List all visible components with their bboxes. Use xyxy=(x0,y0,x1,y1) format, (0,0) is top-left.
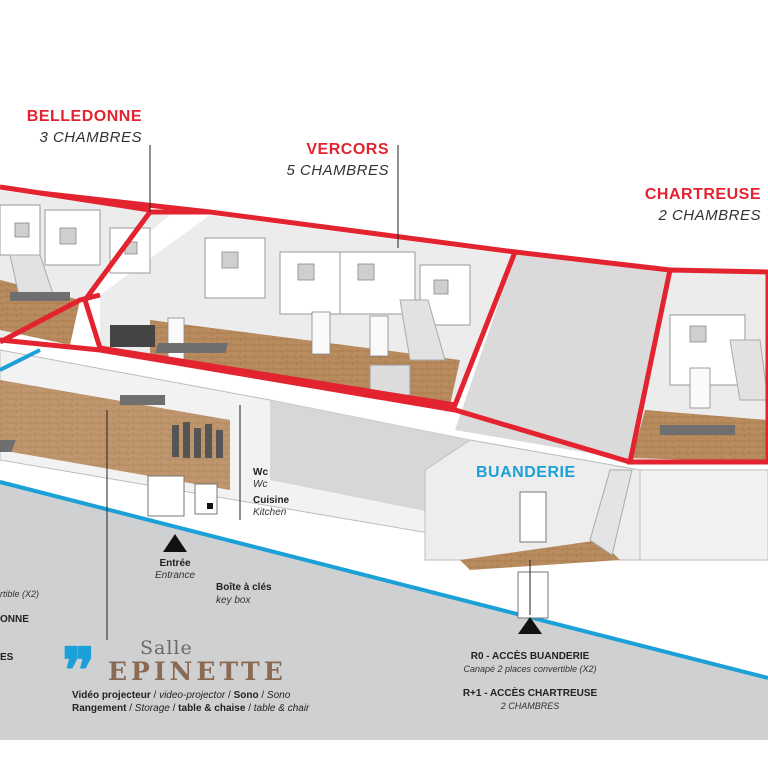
chartreuse-title: CHARTREUSE xyxy=(644,186,761,203)
keybox-marker xyxy=(207,503,213,509)
feature-video: Vidéo projecteur xyxy=(72,690,151,701)
entrance-label: Entrée xyxy=(159,558,191,569)
pointer-lines xyxy=(106,145,531,640)
ground-floor-corridor xyxy=(270,400,470,520)
feature-table-en: table & chair xyxy=(253,703,310,714)
cuisine-label-en: Kitchen xyxy=(253,507,287,518)
features-line-2: Rangement / Storage / table & chaise / t… xyxy=(72,703,310,714)
bedroom-boxes xyxy=(0,204,746,386)
chartreuse-wood xyxy=(632,410,768,462)
buanderie-floor xyxy=(460,540,620,570)
vercors-title: VERCORS xyxy=(306,141,389,158)
buanderie-door xyxy=(519,491,547,543)
feature-video-en: video-projector xyxy=(159,690,226,701)
ground-floor-tables xyxy=(0,395,165,452)
quote-logo-icon: ❞ xyxy=(62,634,96,707)
chartreuse-furniture xyxy=(660,425,735,435)
left-legend-line-2: ONNE xyxy=(0,614,29,625)
feature-sono-en: Sono xyxy=(266,690,291,701)
feature-storage-en: Storage xyxy=(134,703,170,714)
vercors-stairs xyxy=(399,299,446,361)
keybox-label: Boîte à clés xyxy=(216,582,272,593)
left-legend-line-1: rtible (X2) xyxy=(0,589,40,599)
cuisine-label: Cuisine xyxy=(253,495,290,506)
r1-title: R+1 - ACCÈS CHARTREUSE xyxy=(462,688,598,699)
feature-storage: Rangement xyxy=(72,703,127,714)
logo-name: EPINETTE xyxy=(108,657,287,686)
feature-sono: Sono xyxy=(233,690,259,701)
logo-salle: Salle xyxy=(140,637,193,659)
buanderie-lower-door xyxy=(517,571,549,619)
vercors-subtitle: 5 CHAMBRES xyxy=(286,162,389,179)
entrance-door-2 xyxy=(194,483,218,515)
r1-subtitle: 2 CHAMBRES xyxy=(500,701,560,711)
wc-label: Wc xyxy=(253,467,268,478)
ground-floor-dining xyxy=(0,380,230,490)
features-line-1: Vidéo projecteur / video-projector / Son… xyxy=(72,690,291,701)
room-windows xyxy=(14,222,707,343)
belledonne-subtitle: 3 CHAMBRES xyxy=(39,129,142,146)
entrance-marker xyxy=(163,534,187,552)
buanderie-access-marker xyxy=(518,617,542,634)
r0-title: R0 - ACCÈS BUANDERIE xyxy=(470,651,590,662)
ground-plane xyxy=(0,480,768,740)
buanderie-title: BUANDERIE xyxy=(476,464,576,481)
chartreuse-stairs xyxy=(729,339,768,401)
middle-gap xyxy=(455,255,670,460)
belledonne-furniture xyxy=(10,292,70,301)
ground-outline xyxy=(0,480,768,680)
people-silhouettes xyxy=(172,422,223,458)
ground-floor-blue-edge xyxy=(0,348,41,372)
entrance-door xyxy=(147,475,185,517)
floor-outlines xyxy=(0,184,768,465)
left-legend-line-3: ES xyxy=(0,652,14,663)
feature-table: table & chaise xyxy=(178,703,246,714)
entrance-label-en: Entrance xyxy=(154,570,196,581)
chartreuse-subtitle: 2 CHAMBRES xyxy=(658,207,761,224)
vercors-furniture xyxy=(110,325,411,396)
r0-subtitle: Canapé 2 places convertible (X2) xyxy=(463,664,597,674)
wc-label-en: Wc xyxy=(253,479,268,490)
keybox-label-en: key box xyxy=(216,595,251,606)
buanderie-stairs xyxy=(589,469,633,556)
belledonne-title: BELLEDONNE xyxy=(26,108,142,125)
